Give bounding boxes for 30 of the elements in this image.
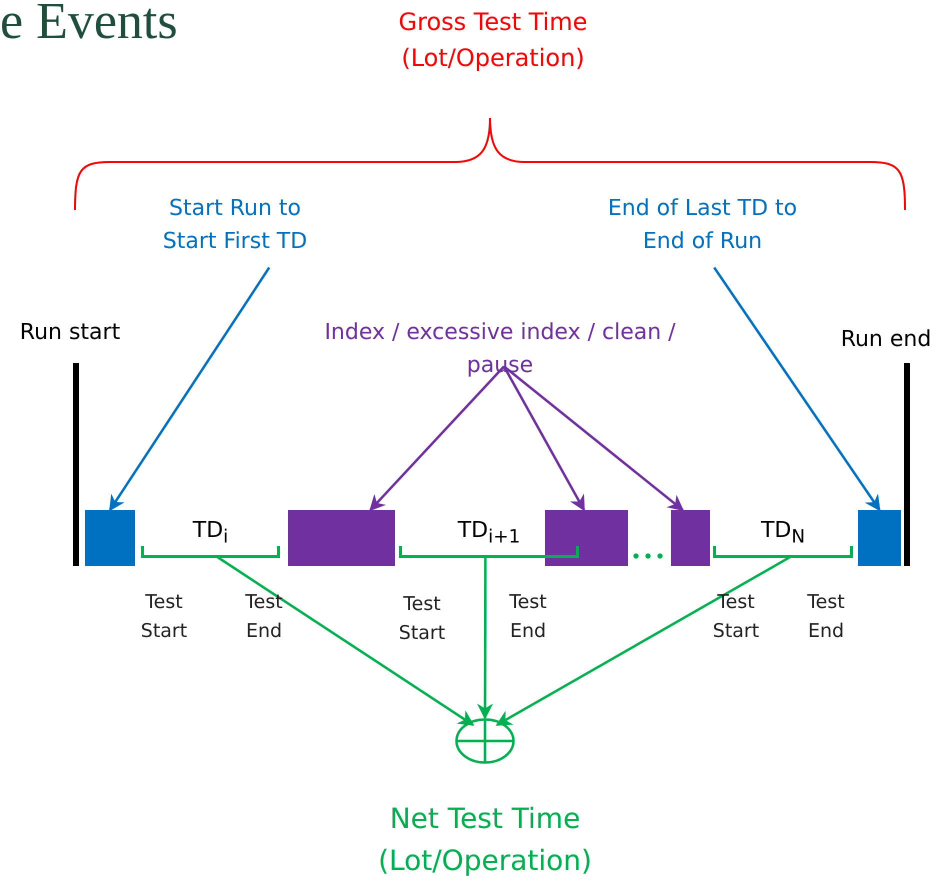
duration-label: TD$_{i}$ (192, 518, 228, 548)
summation-symbol (455, 718, 515, 764)
time-block (545, 510, 628, 566)
time-block (85, 510, 135, 566)
slide-title: e Events (0, 0, 178, 51)
time-block (288, 510, 395, 566)
event-label: Test Start (398, 592, 446, 646)
run-end-label: Run end (840, 326, 932, 354)
event-label: Test End (508, 590, 548, 644)
run-start-label: Run start (18, 319, 122, 347)
arrow (108, 266, 270, 512)
arrow (216, 556, 474, 726)
event-label: Test Start (140, 590, 188, 644)
arrow (503, 365, 684, 511)
arrow (502, 366, 586, 512)
node-caption: Net Test Time (Lot/Operation) (377, 801, 593, 879)
annotation-text: End of Last TD to End of Run (585, 192, 820, 262)
arrow (477, 557, 494, 720)
arrow (713, 266, 881, 512)
time-block (858, 510, 901, 566)
arrow (369, 366, 505, 512)
event-label: Test End (806, 590, 846, 644)
brace-label: Gross Test Time (Lot/Operation) (398, 7, 588, 74)
duration-label: TD$_{i+1}$ (458, 518, 520, 548)
duration-label: TD$_{N}$ (760, 518, 806, 548)
arrow (496, 556, 791, 726)
annotation-text: Start Run to Start First TD (140, 192, 330, 262)
event-label: Test Start (712, 590, 760, 644)
event-label: Test End (244, 590, 284, 644)
time-block (671, 510, 710, 566)
